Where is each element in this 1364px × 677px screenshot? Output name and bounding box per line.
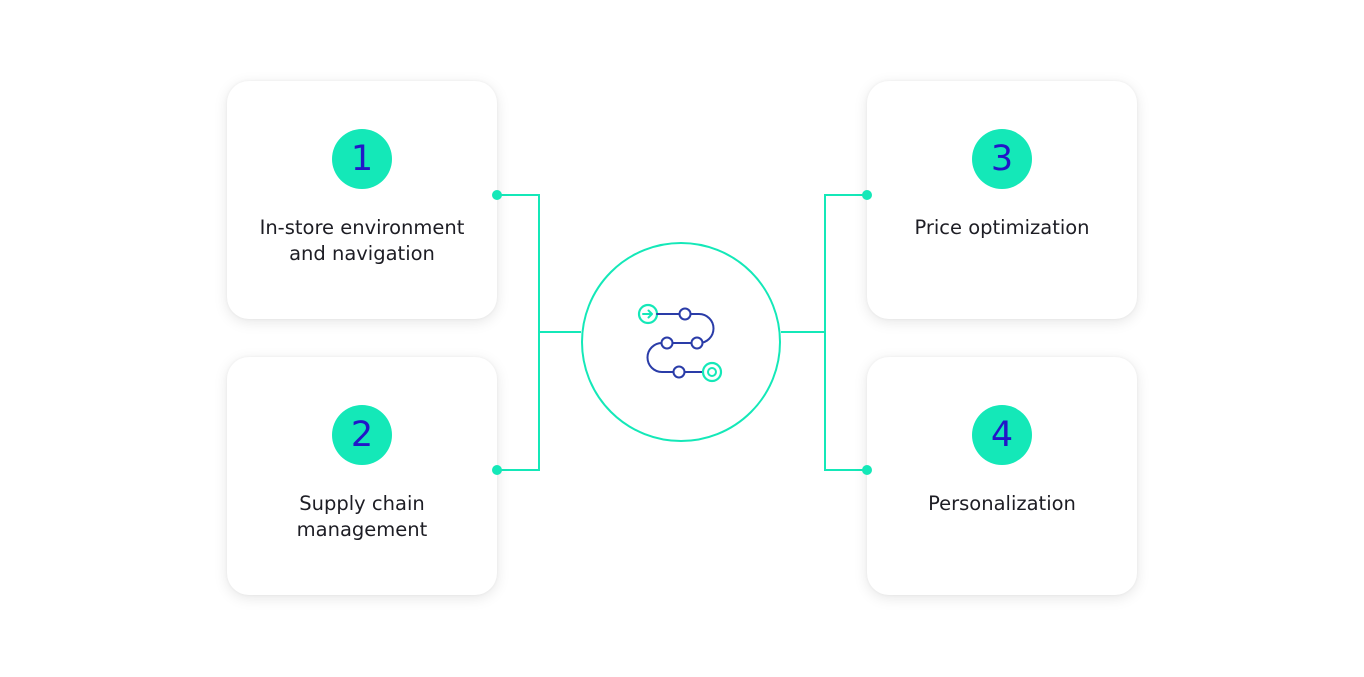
- card-in-store-environment: 1 In-store environment and navigation: [227, 81, 497, 319]
- connector-dot: [492, 465, 502, 475]
- card-label: In-store environment and navigation: [259, 216, 465, 265]
- connector-dot: [862, 190, 872, 200]
- step-badge: 2: [332, 405, 392, 465]
- card-price-optimization: 3 Price optimization: [867, 81, 1137, 319]
- route-node: [690, 336, 704, 350]
- target-icon: [701, 361, 723, 383]
- route-node: [660, 336, 674, 350]
- card-supply-chain: 2 Supply chain management: [227, 357, 497, 595]
- card-label: Supply chain management: [296, 492, 428, 541]
- route-path-icon: [581, 242, 781, 442]
- route-node: [678, 307, 692, 321]
- route-node: [672, 365, 686, 379]
- step-badge: 4: [972, 405, 1032, 465]
- card-label: Personalization: [928, 492, 1076, 515]
- connector-dot: [492, 190, 502, 200]
- card-label: Price optimization: [914, 216, 1090, 239]
- step-badge: 1: [332, 129, 392, 189]
- step-badge: 3: [972, 129, 1032, 189]
- card-personalization: 4 Personalization: [867, 357, 1137, 595]
- connector-dot: [862, 465, 872, 475]
- route-line: [646, 313, 715, 373]
